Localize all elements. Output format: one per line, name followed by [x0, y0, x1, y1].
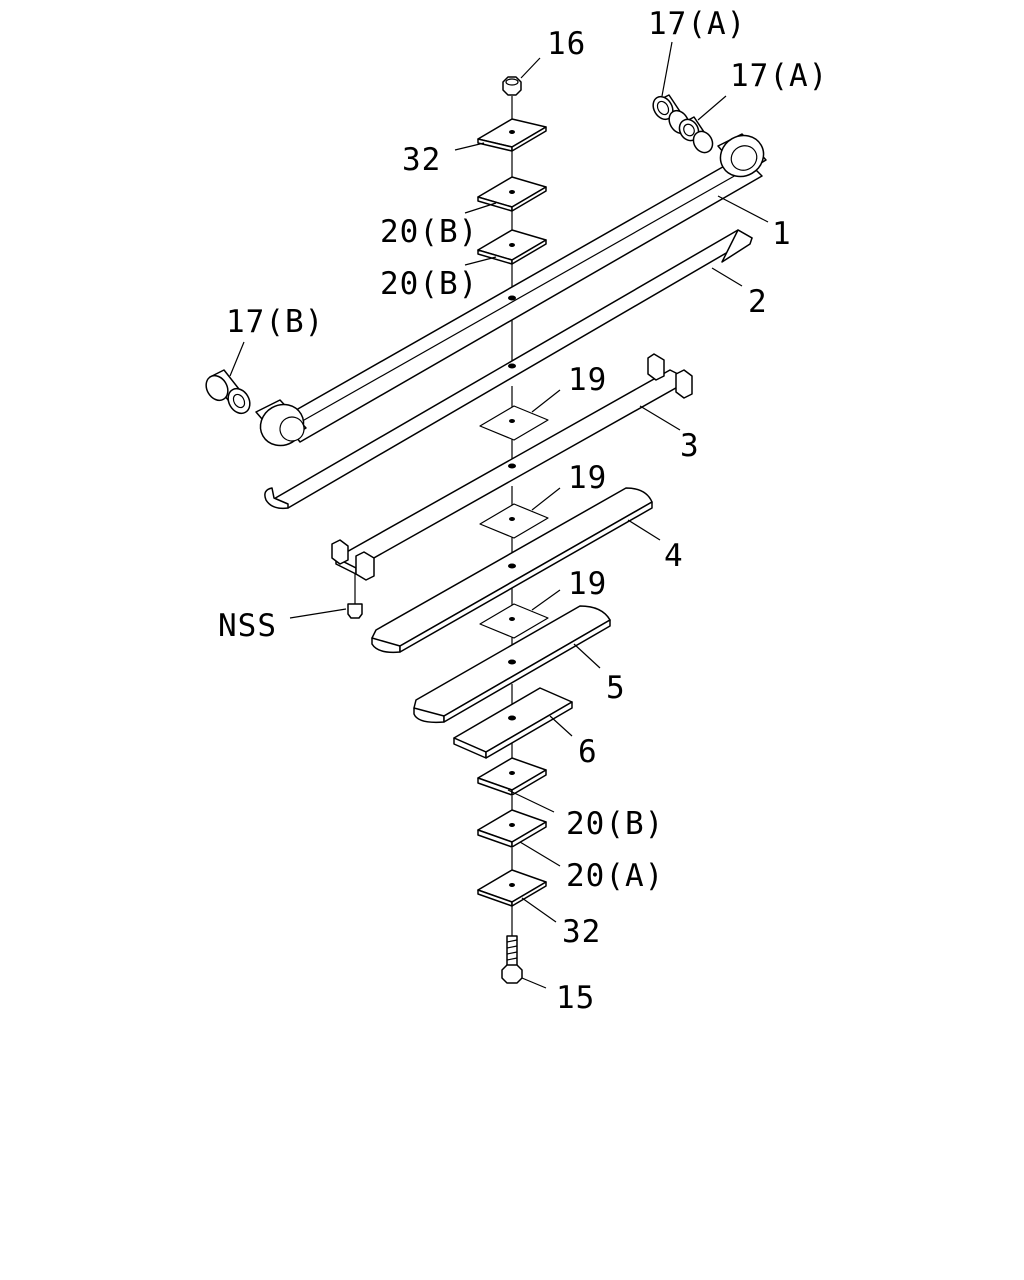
callout-6: 6 [578, 734, 598, 770]
callout-15: 15 [556, 980, 595, 1016]
callout-20b-first: 20(B) [380, 214, 478, 250]
part-17a-bushing-inner [678, 95, 727, 154]
callout-32-top: 32 [402, 142, 441, 178]
callout-2: 2 [748, 284, 768, 320]
part-3-clip-leaf [331, 353, 693, 581]
part-17b-bushing [205, 341, 251, 415]
callout-17b: 17(B) [226, 304, 324, 340]
part-19-first-spacer [479, 389, 561, 441]
part-2-second-leaf [264, 229, 753, 510]
callout-32-bottom: 32 [562, 914, 601, 950]
part-20a-bottom-shim [477, 809, 561, 867]
part-17a-bushing-outer [652, 41, 690, 135]
callout-1: 1 [772, 216, 792, 252]
callout-5: 5 [606, 670, 626, 706]
callout-labels: 16 17(A) 17(A) 32 20(B) 20(B) 1 2 17(B) … [218, 6, 828, 1016]
callout-19-third: 19 [568, 566, 607, 602]
callout-20b-bottom: 20(B) [566, 806, 664, 842]
callout-20b-second: 20(B) [380, 266, 478, 302]
part-5-leaf [413, 605, 611, 724]
callout-17a-second: 17(A) [730, 58, 828, 94]
part-20b-first-shim [464, 176, 547, 214]
callout-nss: NSS [218, 608, 277, 644]
part-19-second-spacer [479, 487, 561, 539]
part-6-leaf [453, 687, 573, 759]
callout-16: 16 [547, 26, 586, 62]
part-15-center-bolt [501, 935, 547, 989]
callout-19-second: 19 [568, 460, 607, 496]
callout-20a-bottom: 20(A) [566, 858, 664, 894]
callout-3: 3 [680, 428, 700, 464]
part-20b-bottom-shim [477, 757, 555, 813]
part-16-nut [502, 57, 541, 96]
part-1-main-leaf [255, 133, 769, 447]
part-32-bottom-plate [477, 869, 557, 923]
callout-19-first: 19 [568, 362, 607, 398]
part-20b-second-shim [464, 229, 547, 266]
callout-17a-top: 17(A) [648, 6, 746, 42]
part-nss-rivet [289, 574, 363, 619]
callout-4: 4 [664, 538, 684, 574]
part-32-top-plate [454, 118, 547, 152]
part-19-third-spacer [479, 589, 561, 639]
part-4-leaf [371, 487, 661, 654]
